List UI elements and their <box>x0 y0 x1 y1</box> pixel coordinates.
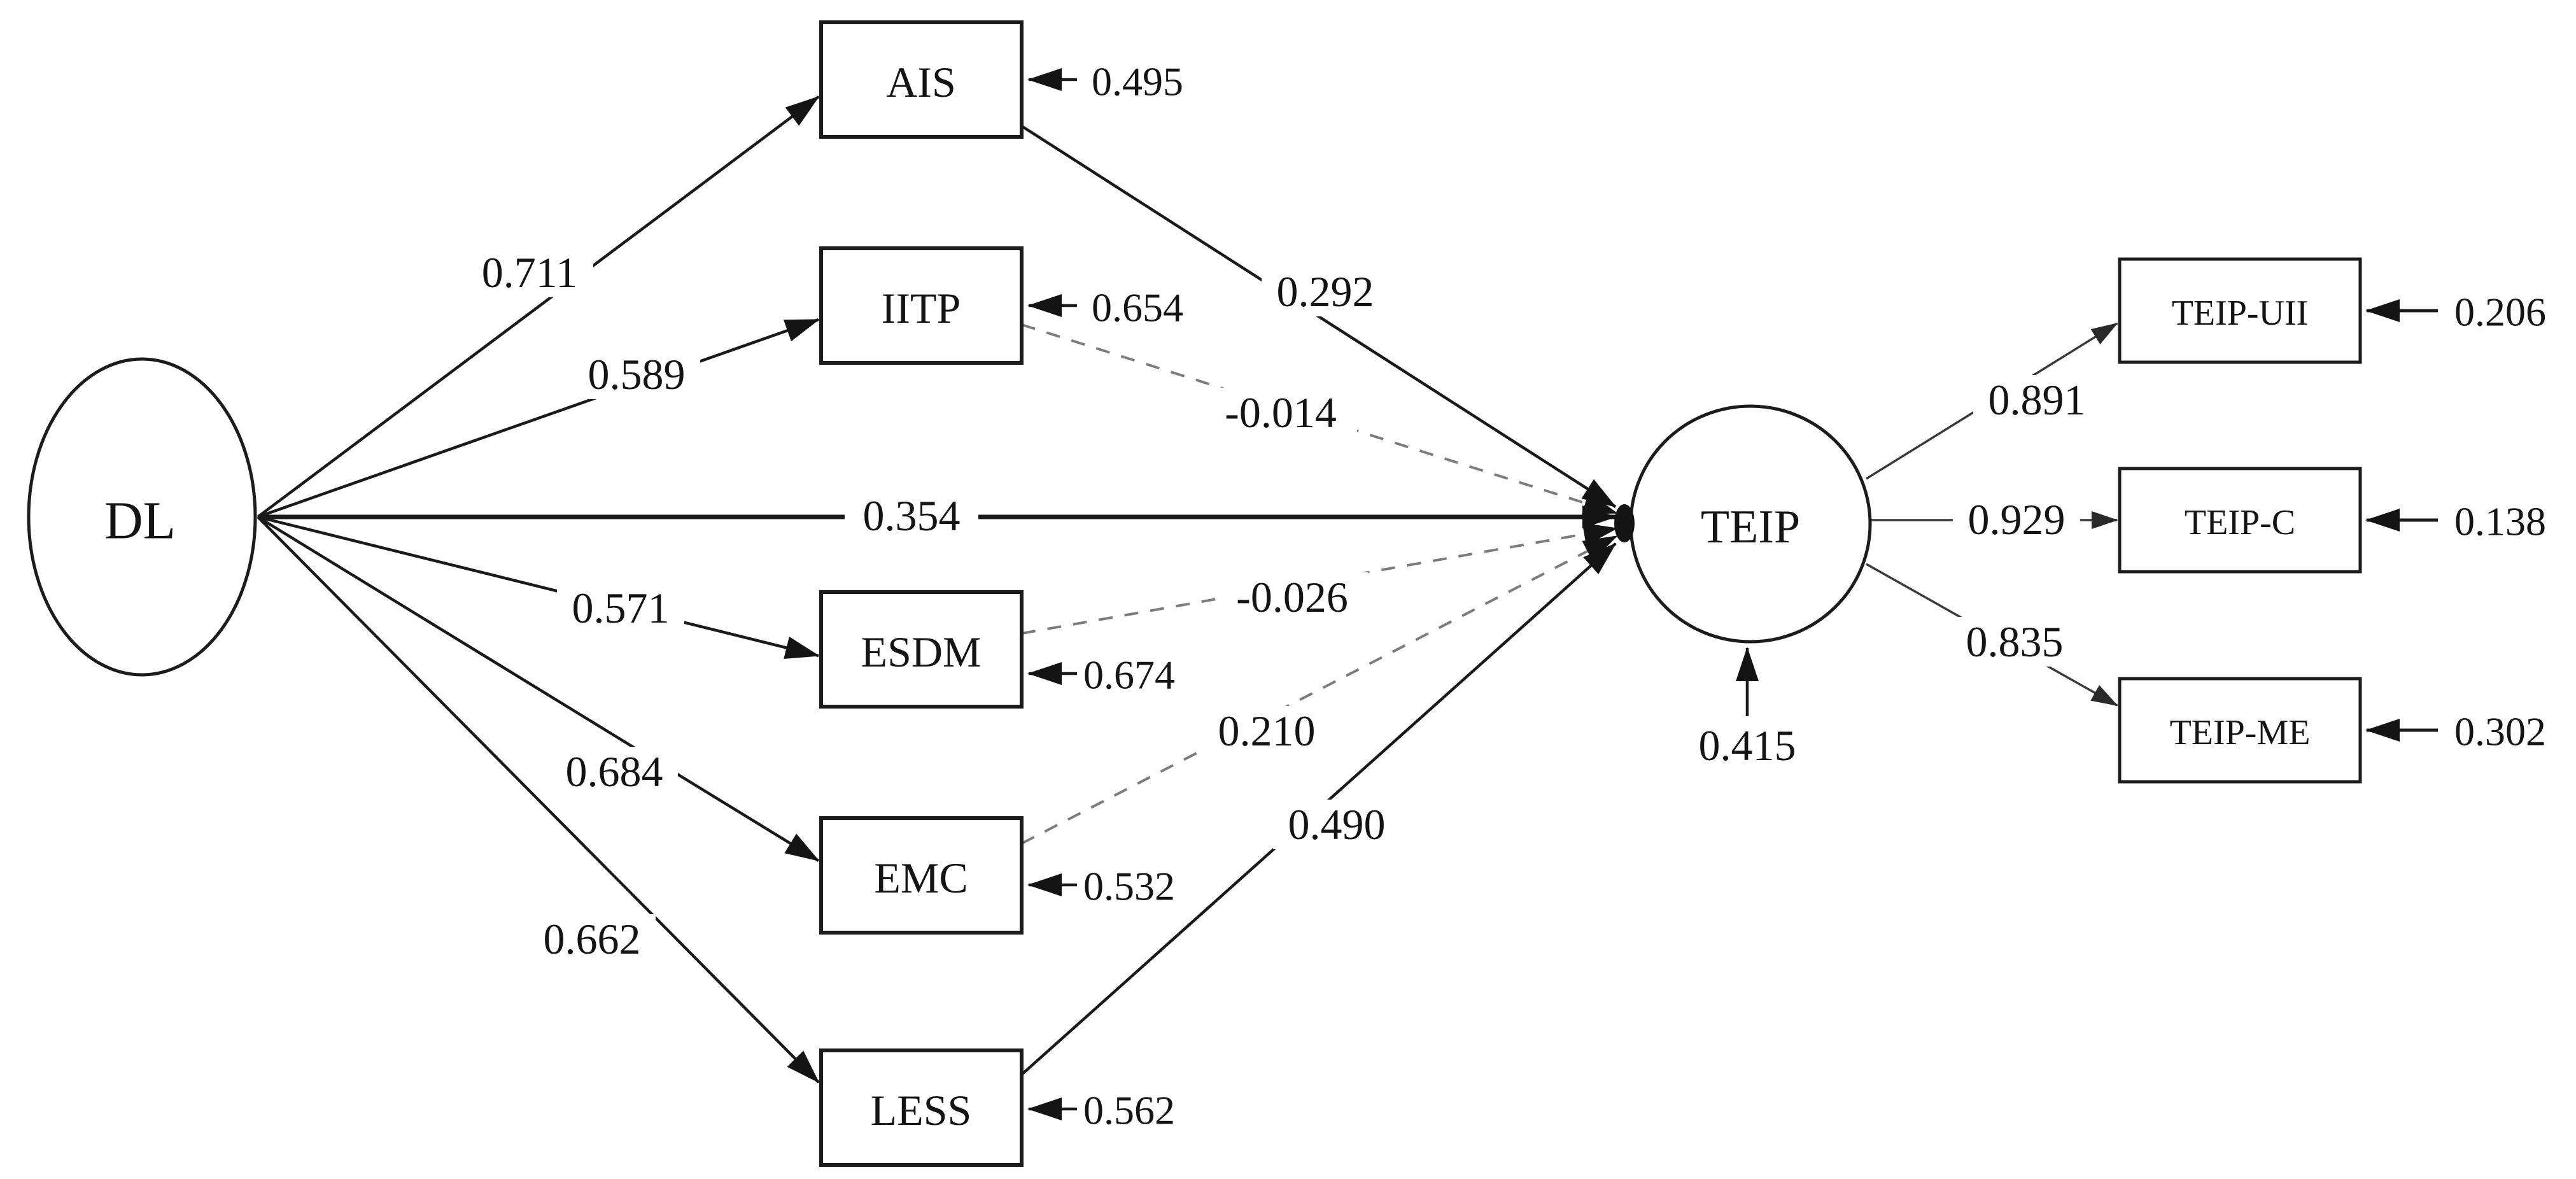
teip-c-box-label: TEIP-C <box>2185 503 2295 542</box>
loading-dl-iitp: 0.589 <box>588 350 686 399</box>
label-bg <box>466 248 593 297</box>
arrowhead-cluster-blob <box>1614 504 1635 542</box>
iitp-box-label: IITP <box>882 284 961 332</box>
ais-box-label: AIS <box>886 58 956 106</box>
ais-box <box>819 20 1024 139</box>
label-bg <box>551 747 678 796</box>
error-value-teip-c: 0.138 <box>2454 499 2546 544</box>
path-dl-esdm-line <box>257 515 820 659</box>
label-bg <box>528 914 656 964</box>
loading-teip-me: 0.835 <box>1966 618 2064 666</box>
path-emc-teip-line <box>1021 535 1618 845</box>
coef-dl-teip: 0.354 <box>863 491 961 540</box>
esdm-box <box>819 590 1024 709</box>
loading-dl-ais: 0.711 <box>482 248 577 297</box>
less-box <box>819 1048 1024 1167</box>
dl-latent-label: DL <box>104 491 176 551</box>
label-bg <box>1973 375 2101 425</box>
error-value-esdm: 0.674 <box>1083 653 1175 698</box>
less-box-label: LESS <box>871 1086 972 1134</box>
path-dl-ais-line <box>257 95 820 518</box>
emc-box <box>819 816 1024 935</box>
coef-iitp-teip: -0.014 <box>1225 388 1337 437</box>
error-value-ais: 0.495 <box>1092 59 1183 104</box>
coef-esdm-teip: -0.026 <box>1236 573 1348 621</box>
label-bg <box>845 489 978 544</box>
loading-dl-emc: 0.684 <box>566 747 663 796</box>
loading-teip-c: 0.929 <box>1968 495 2066 544</box>
error-value-teip-me: 0.302 <box>2454 709 2546 754</box>
error-value-teip-uii: 0.206 <box>2454 290 2546 335</box>
error-value-emc: 0.532 <box>1083 864 1175 909</box>
label-bg <box>573 349 700 399</box>
label-bg <box>1953 495 2080 546</box>
iitp-box <box>819 246 1024 365</box>
path-dl-less-line <box>257 516 820 1084</box>
loading-dl-less: 0.662 <box>544 915 641 963</box>
label-bg <box>1216 572 1369 622</box>
teip-uii-box <box>2118 257 2362 364</box>
coef-ais-teip: 0.292 <box>1277 267 1374 316</box>
label-bg <box>1951 617 2078 667</box>
dl-latent-ellipse <box>27 357 257 677</box>
label-bg <box>1203 706 1330 756</box>
label-bg <box>557 583 684 633</box>
teip-latent-label: TEIP <box>1701 501 1800 553</box>
path-dl-emc-line <box>257 516 820 862</box>
loading-teip-uii: 0.891 <box>1988 376 2086 424</box>
label-bg <box>1262 267 1389 316</box>
label-bg <box>1273 800 1400 849</box>
error-value-iitp: 0.654 <box>1092 285 1183 330</box>
teip-c-box <box>2118 467 2362 574</box>
esdm-box-label: ESDM <box>861 628 982 676</box>
label-bg <box>1680 720 1814 771</box>
coef-less-teip: 0.490 <box>1288 800 1386 849</box>
path-esdm-teip-line <box>1021 523 1618 635</box>
coef-emc-teip: 0.210 <box>1218 707 1316 755</box>
emc-box-label: EMC <box>874 854 968 902</box>
teip-me-box <box>2118 677 2362 784</box>
teip-me-box-label: TEIP-ME <box>2170 713 2311 752</box>
error-value-less: 0.562 <box>1083 1088 1175 1133</box>
path-dl-iitp-line <box>257 318 820 519</box>
loading-dl-esdm: 0.571 <box>572 584 670 632</box>
teip-uii-box-label: TEIP-UII <box>2172 293 2309 333</box>
label-bg <box>1204 388 1357 437</box>
residual-value-teip: 0.415 <box>1699 721 1796 770</box>
